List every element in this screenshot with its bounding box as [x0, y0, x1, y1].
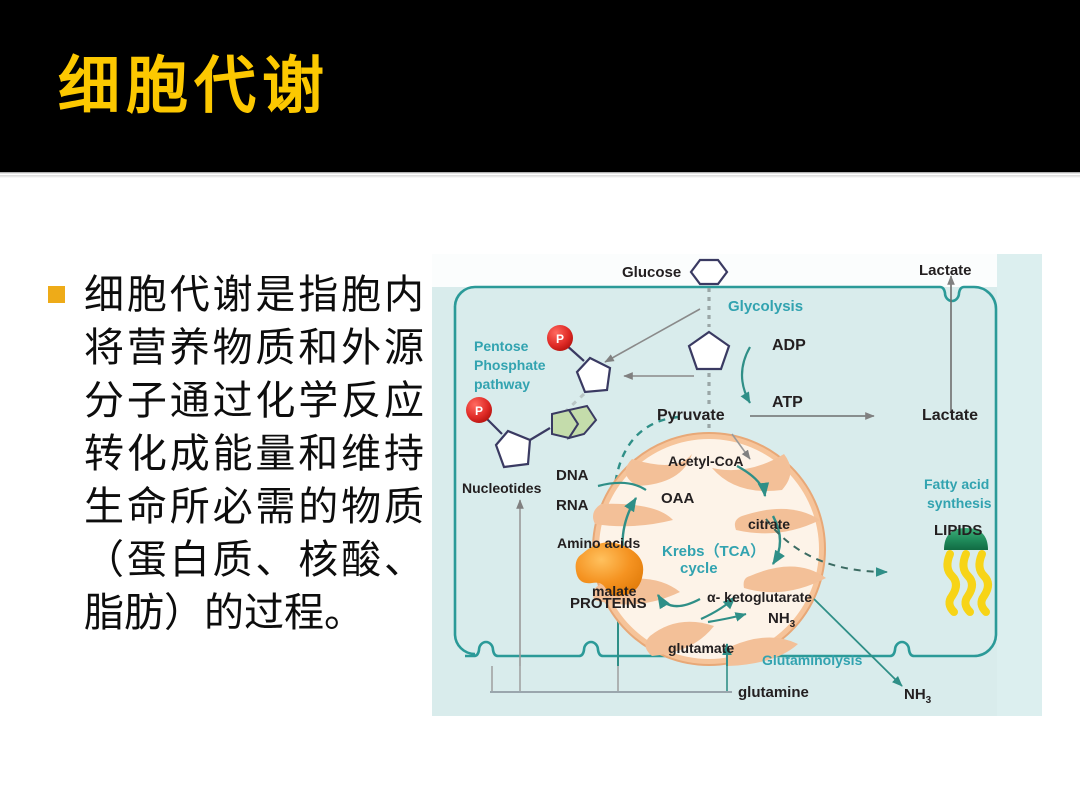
- label-lactate-intracellular: Lactate: [922, 407, 979, 424]
- extracellular-space: [432, 254, 1042, 287]
- phosphate-label-1: P: [556, 332, 564, 346]
- label-pyruvate: Pyruvate: [657, 407, 725, 424]
- label-glycolysis: Glycolysis: [728, 298, 804, 315]
- ppp-ribose-pentagon-icon: [575, 356, 612, 394]
- label-atp: ATP: [772, 394, 803, 411]
- bullet-paragraph: 细胞代谢是指胞内将营养物质和外源分子通过化学反应转化成能量和维持生命所必需的物质…: [84, 272, 424, 635]
- label-alpha-ketoglutarate: α- ketoglutarate: [707, 589, 813, 605]
- banner-divider: [0, 172, 1080, 174]
- label-fatty-acid-line1: Fatty acid: [924, 476, 990, 492]
- label-nh3-extracellular: NH3: [904, 686, 931, 706]
- adp-to-atp-arrow: [740, 346, 751, 404]
- acetylcoa-inbound-arrow: [731, 433, 751, 460]
- glucose-hexagon-icon: [689, 258, 729, 286]
- label-rna: RNA: [556, 497, 589, 514]
- nh3-export-arrow: [813, 598, 903, 687]
- label-ppp-line2: Phosphate: [474, 357, 546, 373]
- nh3-subscript: 3: [789, 619, 796, 630]
- phosphate-circle-icon-2: [466, 397, 492, 423]
- protein-blob-icon: [575, 542, 644, 597]
- label-adp: ADP: [772, 337, 806, 354]
- citrate-to-akg-arrow: [771, 515, 785, 566]
- lactate-transporter-icon: [939, 285, 965, 303]
- nh3-out-text: NH: [904, 686, 926, 703]
- label-citrate: citrate: [748, 516, 791, 532]
- nucleotide-ribose-pentagon-icon: [494, 429, 532, 469]
- label-lipids: LIPIDS: [934, 522, 983, 539]
- citrate-to-lipids-dashed: [765, 518, 888, 577]
- oaa-inflow-arrow: [597, 481, 647, 491]
- nh3-text: NH: [768, 610, 790, 627]
- label-proteins: PROTEINS: [570, 595, 647, 612]
- nh3-out-subscript: 3: [925, 695, 932, 706]
- akg-to-malate-arrow: [656, 593, 701, 610]
- phosphate-circle-icon-1: [547, 325, 573, 351]
- label-dna: DNA: [556, 467, 589, 484]
- label-lactate-extracellular: Lactate: [919, 262, 972, 279]
- label-krebs-line2: cycle: [680, 560, 718, 577]
- glycosidic-bond: [529, 427, 551, 441]
- label-glutaminolysis: Glutaminolysis: [762, 652, 863, 668]
- label-krebs-line1: Krebs（TCA）: [662, 543, 766, 560]
- label-amino-acids: Amino acids: [557, 535, 641, 551]
- glutamate-to-nh3-arrow: [707, 612, 747, 624]
- right-margin: [997, 254, 1042, 716]
- lipid-micelle-icon: [943, 528, 992, 616]
- label-glucose: Glucose: [622, 264, 682, 281]
- label-nh3-mitochondrial: NH3: [768, 610, 795, 630]
- label-glutamine: glutamine: [738, 684, 809, 701]
- label-fatty-acid-line2: synthesis: [927, 495, 992, 511]
- metabolism-svg: P P: [432, 254, 1042, 716]
- banner-divider-shadow: [0, 175, 1080, 178]
- title-banner: 细胞代谢: [0, 0, 1080, 172]
- cell-membrane-left: [453, 306, 476, 656]
- label-malate: malate: [592, 583, 637, 599]
- label-nucleotides: Nucleotides: [462, 480, 542, 496]
- page-title: 细胞代谢: [58, 53, 331, 121]
- label-oaa: OAA: [661, 490, 695, 507]
- cell-membrane-top-left: [453, 285, 940, 307]
- label-ppp-line3: pathway: [474, 376, 531, 392]
- cell-metabolism-diagram: P P: [432, 254, 1042, 716]
- glyceraldehyde-pentagon-icon: [687, 330, 731, 371]
- phosphate-label-2: P: [475, 404, 483, 418]
- label-ppp-line1: Pentose: [474, 338, 529, 354]
- cell-membrane-right: [964, 285, 998, 658]
- label-glutamate: glutamate: [668, 640, 735, 656]
- label-acetyl-coa: Acetyl-CoA: [668, 453, 744, 469]
- acetylcoa-to-citrate-arrow: [736, 464, 770, 498]
- glutamate-to-akg-arrow: [700, 596, 736, 621]
- glucose-to-ppp-arrow: [604, 308, 701, 363]
- square-bullet-icon: [48, 286, 65, 303]
- nucleobase-ring-2-icon: [566, 404, 598, 440]
